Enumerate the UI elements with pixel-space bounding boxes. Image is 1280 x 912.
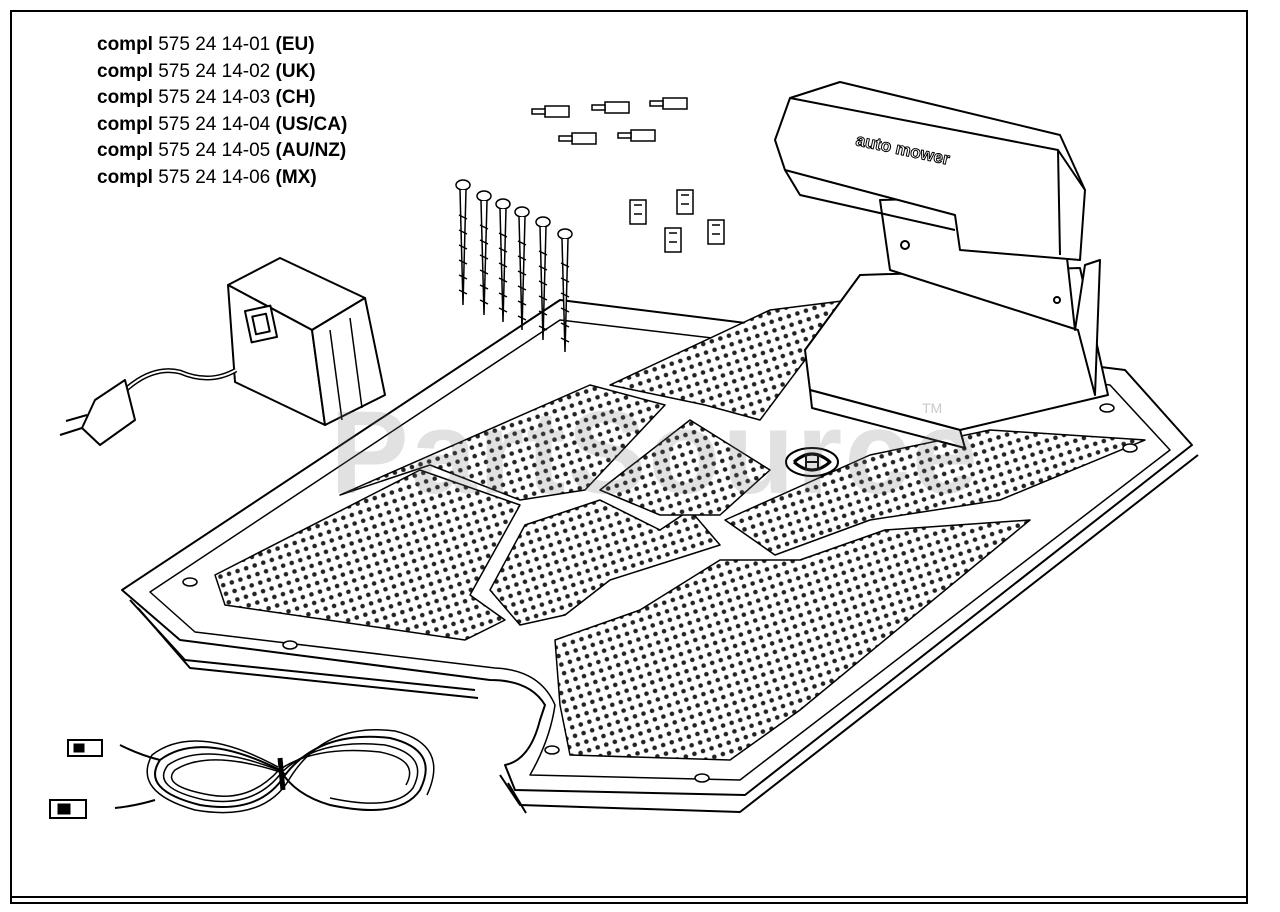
part-row: compl 575 24 14-06 (MX) <box>97 166 317 188</box>
part-row: compl 575 24 14-02 (UK) <box>97 60 316 82</box>
station-hood-top <box>789 97 1086 256</box>
plate-edge <box>137 607 527 814</box>
grid-panel-left <box>214 469 521 641</box>
ground-peg <box>557 228 573 353</box>
low-voltage-cable <box>49 729 435 819</box>
clip-connectors <box>629 189 725 253</box>
clip-connector <box>629 199 647 225</box>
ground-peg <box>535 216 551 341</box>
grid-panel-middle <box>489 499 721 626</box>
cable-connector <box>67 739 103 757</box>
wire-connector <box>558 132 597 145</box>
plate-inner-rim <box>149 319 1171 781</box>
ground-peg <box>455 179 471 306</box>
parts-list: compl 575 24 14-01 (EU) compl 575 24 14-… <box>97 32 347 192</box>
grid-panel-right-upper <box>724 429 1146 556</box>
power-supply-front <box>311 297 386 426</box>
grid-panel-center <box>599 419 771 516</box>
charging-station: auto mower <box>774 81 1109 449</box>
station-hood-under <box>784 169 956 231</box>
diagram-frame <box>10 10 1248 904</box>
clip-connector <box>707 219 725 245</box>
station-hood <box>774 81 1086 261</box>
husqvarna-logo <box>785 447 839 477</box>
clip-connector <box>676 189 694 215</box>
grid-panel-right-lower <box>554 519 1031 761</box>
power-supply <box>59 257 386 446</box>
ground-peg <box>476 190 492 316</box>
grid-panel-upper <box>339 384 666 501</box>
ground-peg <box>495 198 511 323</box>
wire-connector <box>617 129 656 142</box>
station-base-front <box>809 389 966 449</box>
wire-connector <box>531 105 570 118</box>
ground-peg <box>514 206 530 331</box>
part-row: compl 575 24 14-01 (EU) <box>97 34 315 55</box>
part-row: compl 575 24 14-04 (US/CA) <box>97 113 348 135</box>
clip-connector <box>664 227 682 253</box>
bottom-rule <box>10 896 1248 898</box>
grid-panel-top <box>609 299 851 421</box>
watermark: PartSource <box>330 387 980 519</box>
wire-connector <box>591 101 630 114</box>
wire-connectors <box>531 97 688 145</box>
ground-pegs <box>455 179 573 353</box>
station-screw <box>1053 296 1061 304</box>
part-row: compl 575 24 14-05 (AU/NZ) <box>97 140 347 162</box>
part-row: compl 575 24 14-03 (CH) <box>97 87 316 109</box>
watermark-tm: TM <box>922 400 943 416</box>
mains-plug <box>81 379 136 446</box>
station-screw <box>900 240 910 250</box>
power-cord <box>118 367 238 397</box>
plate-mount-holes <box>182 403 1138 783</box>
wire-connector <box>649 97 688 110</box>
